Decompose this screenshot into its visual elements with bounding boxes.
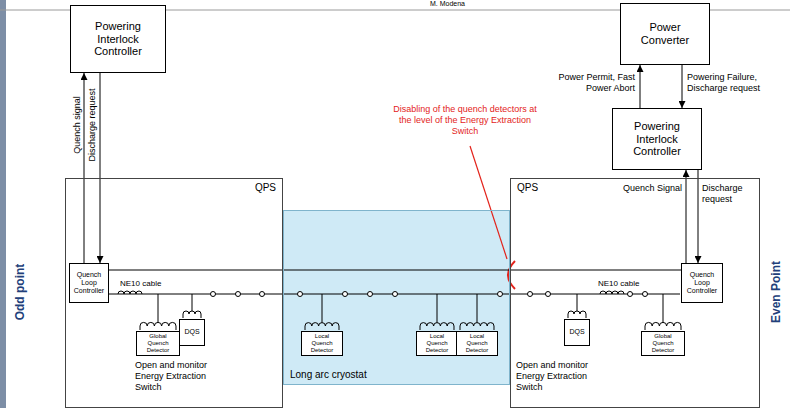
dqs-box: DQS	[564, 319, 590, 346]
controller-box: Powering Interlock Controller	[612, 108, 702, 170]
cable-joint	[260, 292, 265, 297]
signal-label: Discharge request	[702, 183, 752, 205]
signal-arrow	[84, 73, 85, 263]
cryostat-fill	[283, 210, 510, 385]
box-label: Local Quench Detector	[419, 333, 455, 354]
signal-label: Powering Failure, Discharge request	[687, 72, 777, 94]
cable-joint	[643, 292, 648, 297]
box-label: Power Converter	[624, 21, 706, 46]
cable-label: NE10 cable	[120, 279, 161, 289]
leader-line	[470, 146, 507, 259]
cable-joint	[546, 292, 551, 297]
cable-joint	[393, 292, 398, 297]
detector-wire	[322, 294, 323, 323]
cable-joint	[236, 292, 241, 297]
cable-joint	[628, 292, 633, 297]
quench-loop-line	[109, 270, 681, 271]
detector-wire	[477, 294, 478, 323]
side-title: Even Point	[769, 261, 783, 323]
signal-arrow	[100, 73, 101, 263]
converter-box: Power Converter	[620, 3, 710, 65]
detector-wire	[192, 294, 193, 311]
cable-joint	[211, 292, 216, 297]
region-title: Long arc cryostat	[290, 369, 367, 381]
detector-wire	[158, 294, 159, 322]
box-label: Powering Interlock Controller	[616, 120, 698, 158]
cable-joint	[298, 292, 303, 297]
signal-arrow	[682, 65, 683, 108]
signal-label: Quench Signal	[623, 183, 682, 194]
cable-joint	[343, 292, 348, 297]
coil-symbol	[140, 322, 176, 330]
box-label: DQS	[569, 328, 584, 336]
box-label: Global Quench Detector	[644, 333, 682, 354]
box-label: Powering Interlock Controller	[74, 20, 162, 58]
box-label: Local Quench Detector	[459, 333, 495, 354]
box-label: Global Quench Detector	[139, 333, 177, 354]
region-title: QPS	[517, 182, 538, 194]
cable-label: NE10 cable	[598, 279, 639, 289]
signal-arrow	[686, 170, 687, 263]
region-title: QPS	[255, 182, 276, 194]
annotation: Disabling of the quench detectors at the…	[390, 104, 540, 136]
detector-wire	[437, 294, 438, 323]
box-label: Quench Loop Controller	[684, 271, 720, 295]
detector-box: Local Quench Detector	[416, 331, 458, 356]
coil-symbol	[600, 291, 624, 294]
box-label: Quench Loop Controller	[72, 271, 106, 295]
controller-box: Powering Interlock Controller	[70, 5, 166, 73]
coil-symbol	[305, 323, 339, 330]
coil-symbol	[420, 323, 454, 330]
signal-label: Power Permit, Fast Power Abort	[555, 72, 635, 94]
detector-wire	[577, 294, 578, 311]
signal-arrow	[640, 65, 641, 108]
coil-symbol	[118, 291, 142, 294]
coil-symbol	[460, 323, 494, 330]
photo-edge	[0, 0, 6, 408]
detector-box: Local Quench Detector	[456, 331, 498, 356]
dqs-box: DQS	[179, 319, 205, 346]
detector-box: Global Quench Detector	[136, 331, 180, 356]
detector-wire	[663, 294, 664, 322]
cable-joint	[498, 292, 503, 297]
box-label: Local Quench Detector	[304, 333, 340, 354]
signal-label: Quench signal	[72, 96, 83, 154]
detector-box: Local Quench Detector	[301, 331, 343, 356]
switch-label: Open and monitor Energy Extraction Switc…	[135, 360, 223, 392]
cable-joint	[368, 292, 373, 297]
signal-arrow	[698, 170, 699, 263]
coil-symbol	[183, 311, 201, 318]
author-note: M. Modena	[430, 0, 465, 8]
loop-controller-box: Quench Loop Controller	[69, 263, 109, 303]
loop-controller-box: Quench Loop Controller	[681, 263, 723, 303]
detector-box: Global Quench Detector	[641, 331, 685, 356]
coil-symbol	[568, 311, 586, 318]
signal-label: Discharge request	[87, 88, 98, 161]
cryostat-region: Long arc cryostatLocal Quench DetectorLo…	[283, 210, 510, 385]
box-label: DQS	[184, 328, 199, 336]
coil-symbol	[645, 322, 681, 330]
switch-label: Open and monitor Energy Extraction Switc…	[516, 360, 604, 392]
side-title: Odd point	[13, 264, 27, 321]
cable-joint	[528, 292, 533, 297]
